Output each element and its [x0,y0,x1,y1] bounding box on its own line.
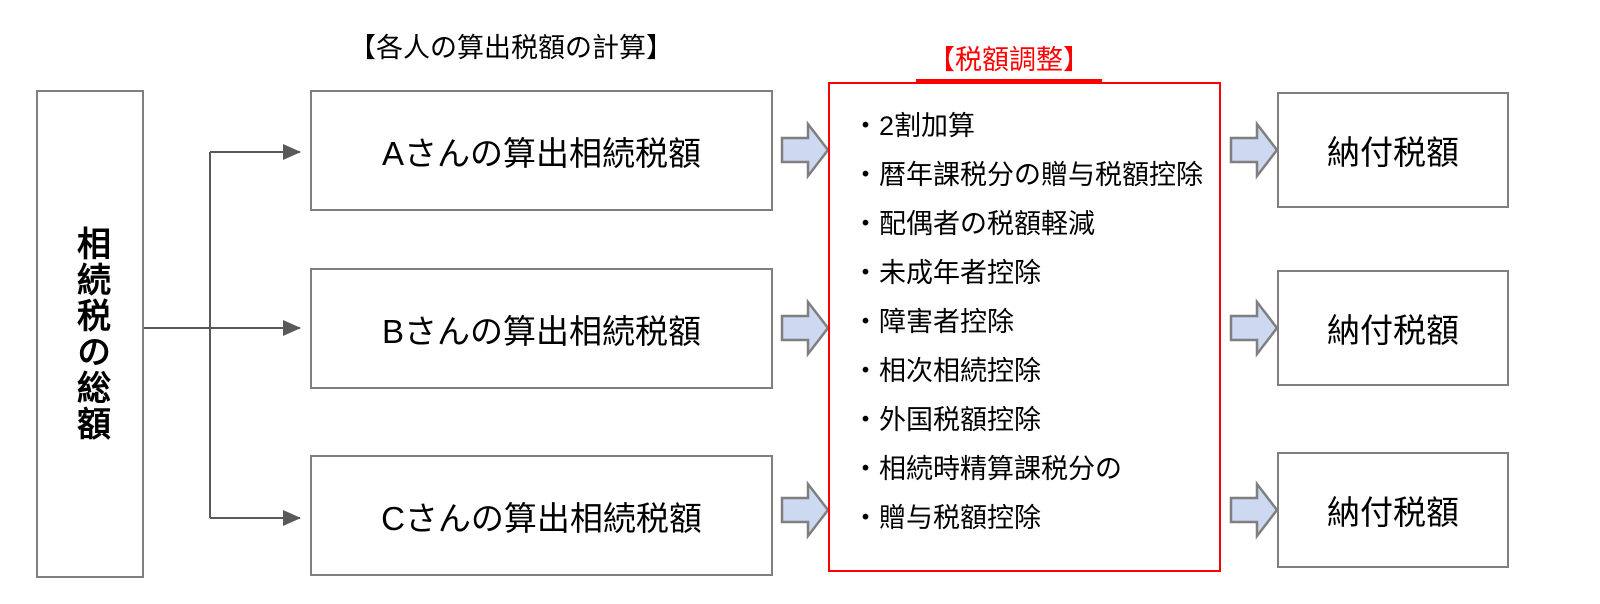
block-arrow-right-icon [780,120,830,180]
list-item: ・相次相続控除 [852,356,1041,386]
list-item: ・暦年課税分の贈与税額控除 [852,160,1203,190]
payable-tax-box-b: 納付税額 [1277,270,1509,386]
payable-tax-label: 納付税額 [1327,134,1459,171]
block-arrow-right-icon [1229,298,1279,358]
total-inheritance-tax-box: 相続税の総額 [36,90,144,578]
person-c-tax-label: Cさんの算出相続税額 [381,499,702,537]
person-b-tax-label: Bさんの算出相続税額 [381,312,701,350]
payable-tax-box-a: 納付税額 [1277,92,1509,208]
person-c-tax-box: Cさんの算出相続税額 [310,455,773,576]
list-item: ・贈与税額控除 [852,503,1041,533]
heading-tax-adjustment: 【税額調整】 [916,38,1102,82]
person-b-tax-box: Bさんの算出相続税額 [310,268,773,389]
tax-adjustment-list: ・2割加算 ・暦年課税分の贈与税額控除 ・配偶者の税額軽減 ・未成年者控除 ・障… [852,102,1213,543]
person-a-tax-label: Aさんの算出相続税額 [381,134,701,172]
list-item: ・相続時精算課税分の [852,454,1122,484]
total-inheritance-tax-label: 相続税の総額 [71,226,110,442]
list-item: ・2割加算 [852,111,976,141]
list-item: ・外国税額控除 [852,405,1041,435]
list-item: ・未成年者控除 [852,258,1041,288]
heading-per-person-tax-calculation: 【各人の算出税額の計算】 [349,33,673,63]
block-arrow-right-icon [780,298,830,358]
block-arrow-right-icon [1229,120,1279,180]
block-arrow-right-icon [1229,480,1279,540]
list-item: ・障害者控除 [852,307,1014,337]
payable-tax-box-c: 納付税額 [1277,452,1509,568]
person-a-tax-box: Aさんの算出相続税額 [310,90,773,211]
payable-tax-label: 納付税額 [1327,494,1459,531]
payable-tax-label: 納付税額 [1327,312,1459,349]
tax-adjustment-box: ・2割加算 ・暦年課税分の贈与税額控除 ・配偶者の税額軽減 ・未成年者控除 ・障… [828,82,1221,572]
list-item: ・配偶者の税額軽減 [852,209,1095,239]
block-arrow-right-icon [780,480,830,540]
